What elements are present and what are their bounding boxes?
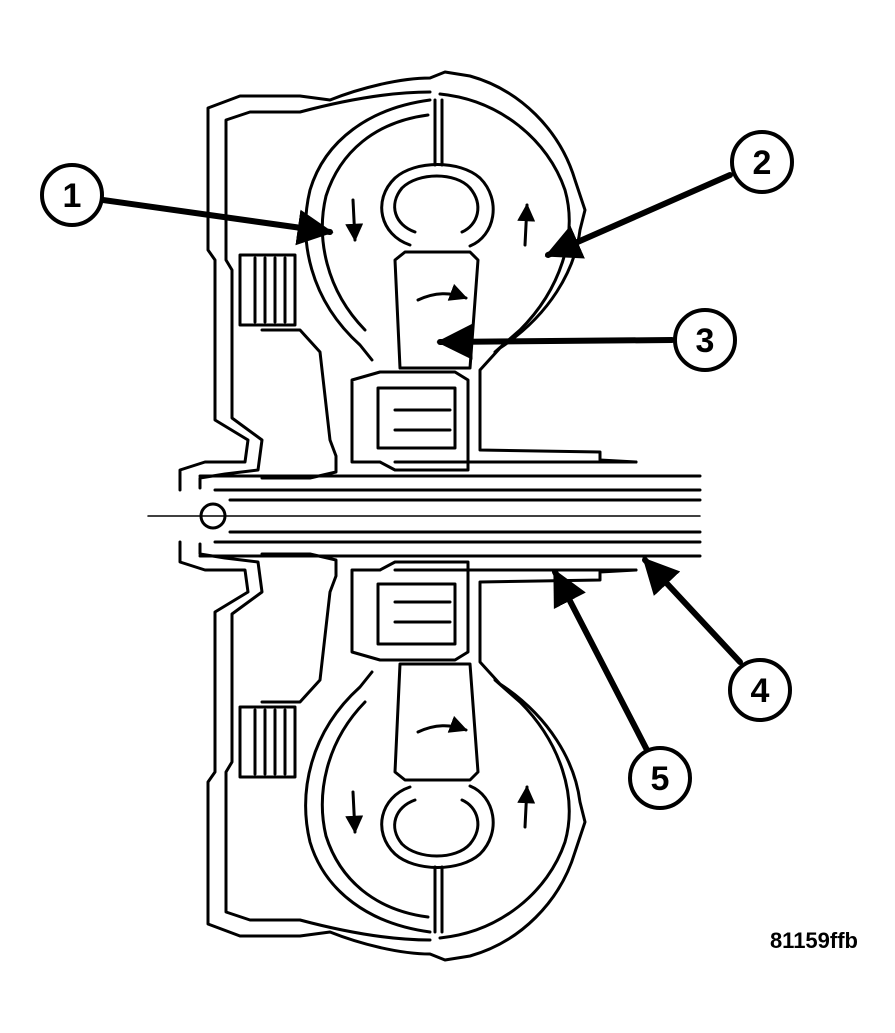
flow-arrow-turbine-upper bbox=[345, 198, 364, 242]
callout-2: 2 bbox=[730, 130, 794, 194]
callout-4: 4 bbox=[728, 658, 792, 722]
callout-1-number: 1 bbox=[63, 177, 82, 215]
callout-2-number: 2 bbox=[753, 144, 772, 182]
flow-arrow-impeller-upper bbox=[517, 203, 536, 247]
callout-5: 5 bbox=[628, 746, 692, 810]
input-shaft bbox=[198, 460, 702, 572]
turbine-hub-upper bbox=[350, 370, 470, 472]
piston-upper bbox=[260, 328, 338, 480]
leader-lines bbox=[100, 172, 743, 755]
clutch-pack-upper bbox=[238, 253, 297, 327]
leader-5 bbox=[552, 568, 651, 755]
stator-hub-upper bbox=[376, 386, 457, 450]
leader-4 bbox=[642, 557, 743, 665]
stator-arrow-upper bbox=[416, 283, 468, 302]
callout-1: 1 bbox=[40, 163, 104, 227]
leader-2 bbox=[544, 172, 733, 259]
turbine-shell-upper-inner bbox=[320, 113, 430, 332]
core-ring-upper-inner bbox=[393, 174, 480, 234]
callout-5-number: 5 bbox=[651, 760, 670, 798]
callout-3-number: 3 bbox=[696, 322, 715, 360]
impeller-shell-upper bbox=[438, 92, 571, 354]
converter-cross-section bbox=[147, 70, 702, 962]
figure-id-label: 81159ffb bbox=[770, 928, 858, 953]
leader-3 bbox=[436, 323, 675, 360]
core-ring-upper bbox=[380, 163, 495, 248]
callout-3: 3 bbox=[673, 308, 737, 372]
split-line-upper bbox=[433, 98, 444, 167]
lower-half bbox=[178, 540, 638, 962]
callout-4-number: 4 bbox=[751, 672, 770, 710]
turbine-shell-upper bbox=[304, 98, 432, 362]
pilot-bearing bbox=[199, 502, 227, 530]
upper-half bbox=[178, 70, 638, 492]
stator-blade-upper bbox=[393, 250, 480, 370]
front-cover-upper bbox=[178, 70, 638, 492]
leader-1 bbox=[100, 197, 334, 246]
front-cover-upper-inner bbox=[198, 90, 432, 490]
